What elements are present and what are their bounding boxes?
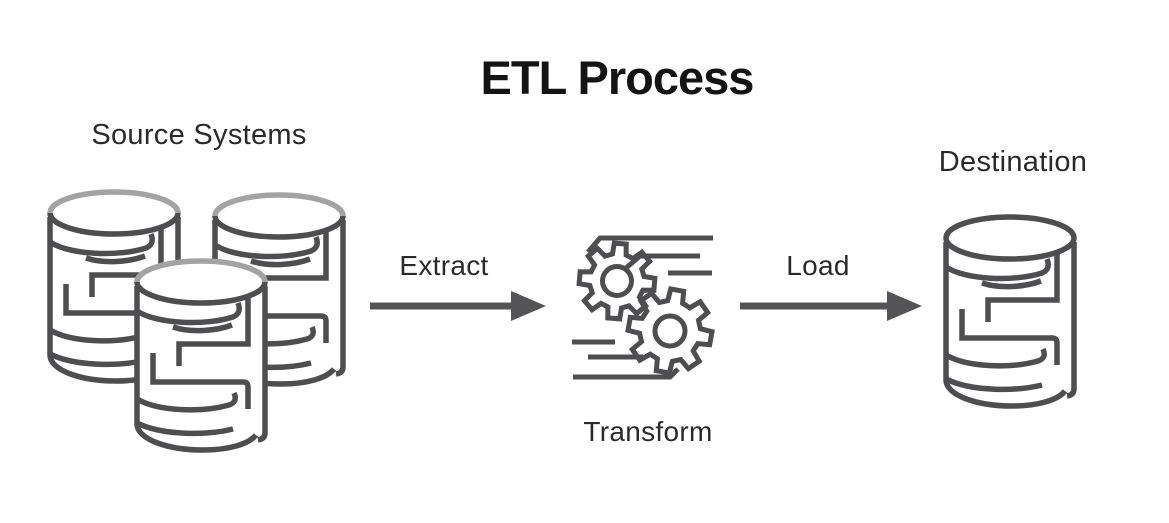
diagram-title: ETL Process	[480, 51, 755, 104]
gears-icon	[572, 235, 715, 380]
transform-label: Transform	[583, 416, 713, 447]
database-icon	[940, 212, 1080, 417]
extract-arrow-icon	[370, 291, 546, 321]
extract-label: Extract	[399, 250, 489, 281]
load-arrow-icon	[740, 291, 922, 321]
destination-label: Destination	[938, 146, 1088, 178]
database-cluster-icon	[35, 168, 367, 463]
load-label: Load	[786, 250, 850, 281]
source-systems-label: Source Systems	[91, 119, 307, 151]
